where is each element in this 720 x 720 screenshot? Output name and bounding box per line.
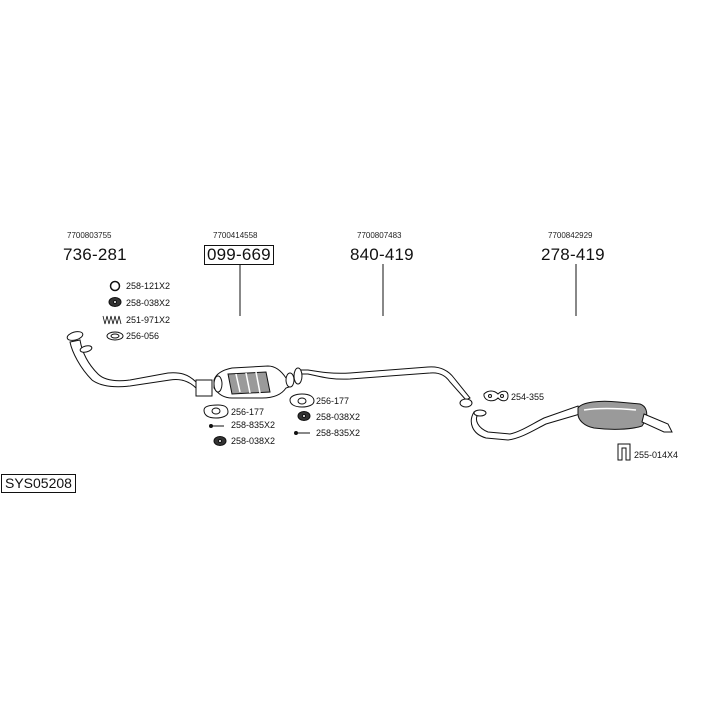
oem-number-catalyst: 7700414558 (213, 231, 258, 240)
part-number-catalyst[interactable]: 099-669 (204, 245, 274, 265)
accessory-clamp-label[interactable]: 254-355 (511, 392, 545, 402)
rubber-mount-icon (108, 297, 122, 307)
spring-icon (102, 315, 122, 325)
rubber-mount-icon (297, 411, 311, 421)
part-number-middle-pipe[interactable]: 840-419 (350, 245, 414, 264)
accessory-rubber-mount-label[interactable]: 258-038X2 (126, 298, 171, 308)
accessory-spring-label[interactable]: 251-971X2 (126, 315, 171, 325)
accessory-hanger-label[interactable]: 255-014X4 (634, 450, 679, 460)
middle-pipe[interactable] (293, 366, 473, 408)
gasket-icon (106, 331, 124, 341)
front-pipe[interactable] (66, 330, 213, 397)
accessory-mid-bolt-label[interactable]: 258-835X2 (316, 428, 361, 438)
accessory-cat-bolt-label[interactable]: 258-835X2 (231, 420, 276, 430)
bolt-icon (294, 431, 310, 435)
accessory-gasket-label[interactable]: 256-056 (126, 331, 160, 341)
system-code: SYS05208 (1, 474, 76, 493)
accessory-cat-gasket-label[interactable]: 256-177 (231, 407, 265, 417)
part-number-front-pipe[interactable]: 736-281 (63, 245, 127, 264)
gasket-icon (289, 393, 315, 408)
clamp-icon (483, 390, 509, 402)
hanger-icon (617, 443, 631, 461)
rubber-mount-icon (213, 436, 227, 446)
oem-number-front-pipe: 7700803755 (67, 231, 112, 240)
gasket-icon (203, 404, 229, 419)
bolt-icon (209, 424, 224, 428)
rear-silencer[interactable] (470, 400, 673, 441)
oem-number-middle-pipe: 7700807483 (357, 231, 402, 240)
accessory-mid-gasket-label[interactable]: 256-177 (316, 396, 350, 406)
accessory-cat-rubber-mount-label[interactable]: 258-038X2 (231, 436, 276, 446)
oem-number-rear-silencer: 7700842929 (548, 231, 593, 240)
ring-icon (109, 280, 121, 292)
catalyst[interactable] (213, 365, 295, 399)
accessory-ring-label[interactable]: 258-121X2 (126, 281, 171, 291)
accessory-mid-rubber-mount-label[interactable]: 258-038X2 (316, 412, 361, 422)
part-number-rear-silencer[interactable]: 278-419 (541, 245, 605, 264)
